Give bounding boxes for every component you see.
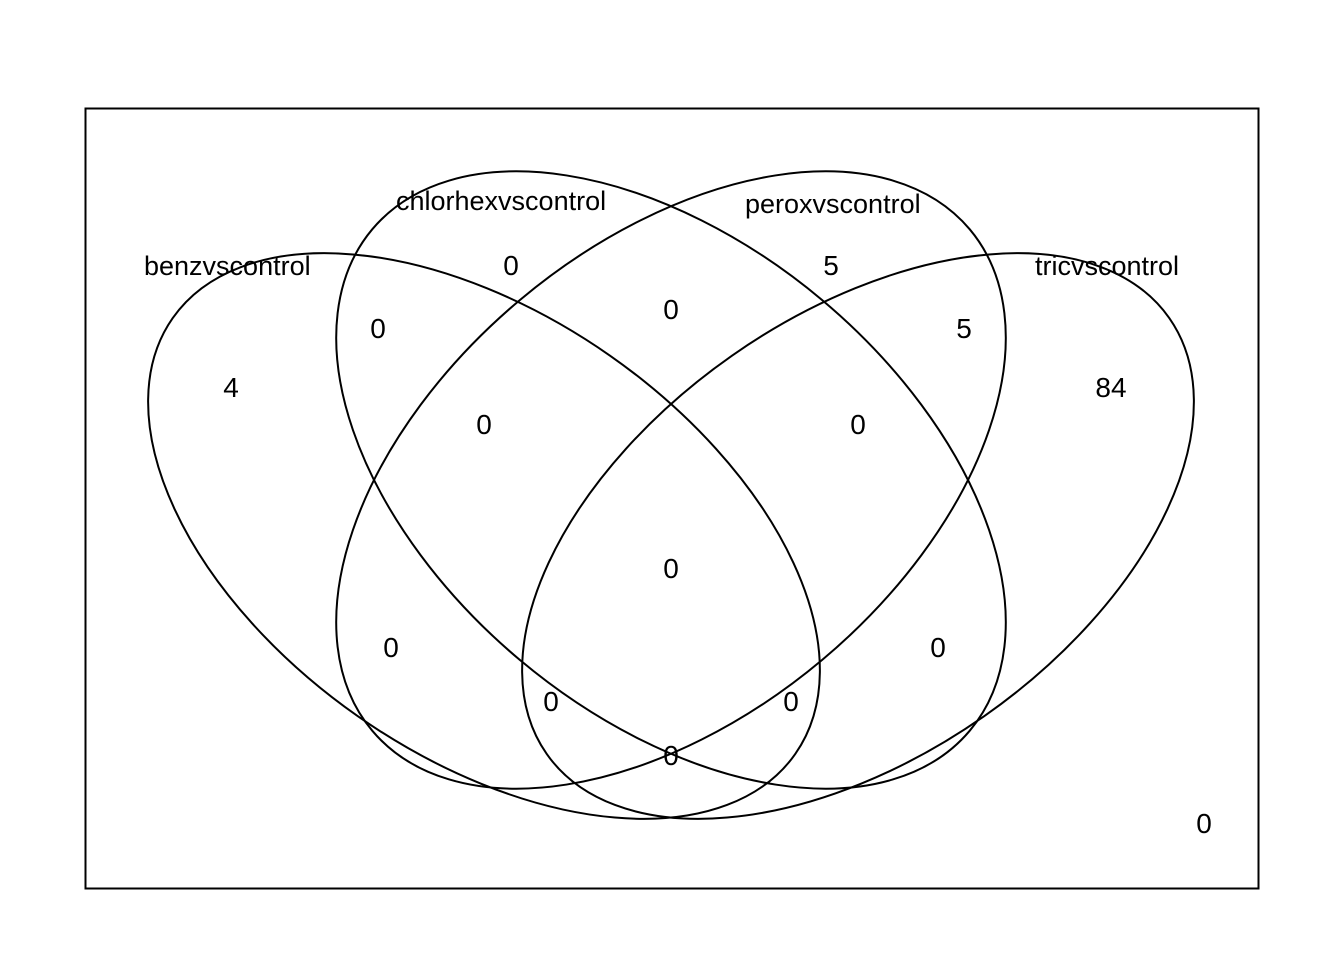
- set-ellipse-peroxvscontrol: [335, 170, 1007, 790]
- count-all-four: 0: [663, 553, 679, 584]
- set-ellipse-benzvscontrol: [147, 252, 821, 820]
- count-only-benzvscontrol: 4: [223, 372, 239, 403]
- count-chlorhex-perox: 0: [663, 294, 679, 325]
- set-label-tricvscontrol: tricvscontrol: [1035, 251, 1179, 281]
- set-ellipse-chlorhexvscontrol: [335, 170, 1007, 790]
- set-label-benzvscontrol: benzvscontrol: [144, 251, 311, 281]
- set-label-peroxvscontrol: peroxvscontrol: [745, 189, 921, 219]
- count-outside: 0: [1196, 808, 1212, 839]
- count-chlorhex-perox-tric: 0: [850, 409, 866, 440]
- count-benz-chlorhex-tric: 0: [783, 686, 799, 717]
- count-only-chlorhexvscontrol: 0: [503, 250, 519, 281]
- count-benz-tric: 0: [663, 740, 679, 771]
- set-ellipse-tricvscontrol: [521, 252, 1195, 820]
- count-only-tricvscontrol: 84: [1095, 372, 1126, 403]
- count-benz-perox: 0: [383, 632, 399, 663]
- count-perox-tric: 5: [956, 313, 972, 344]
- count-only-peroxvscontrol: 5: [823, 250, 839, 281]
- set-label-chlorhexvscontrol: chlorhexvscontrol: [396, 186, 606, 216]
- plot-frame: [84, 107, 1260, 890]
- count-chlorhex-tric: 0: [930, 632, 946, 663]
- count-benz-perox-tric: 0: [543, 686, 559, 717]
- count-benz-chlorhex-perox: 0: [476, 409, 492, 440]
- count-benz-chlorhex: 0: [370, 313, 386, 344]
